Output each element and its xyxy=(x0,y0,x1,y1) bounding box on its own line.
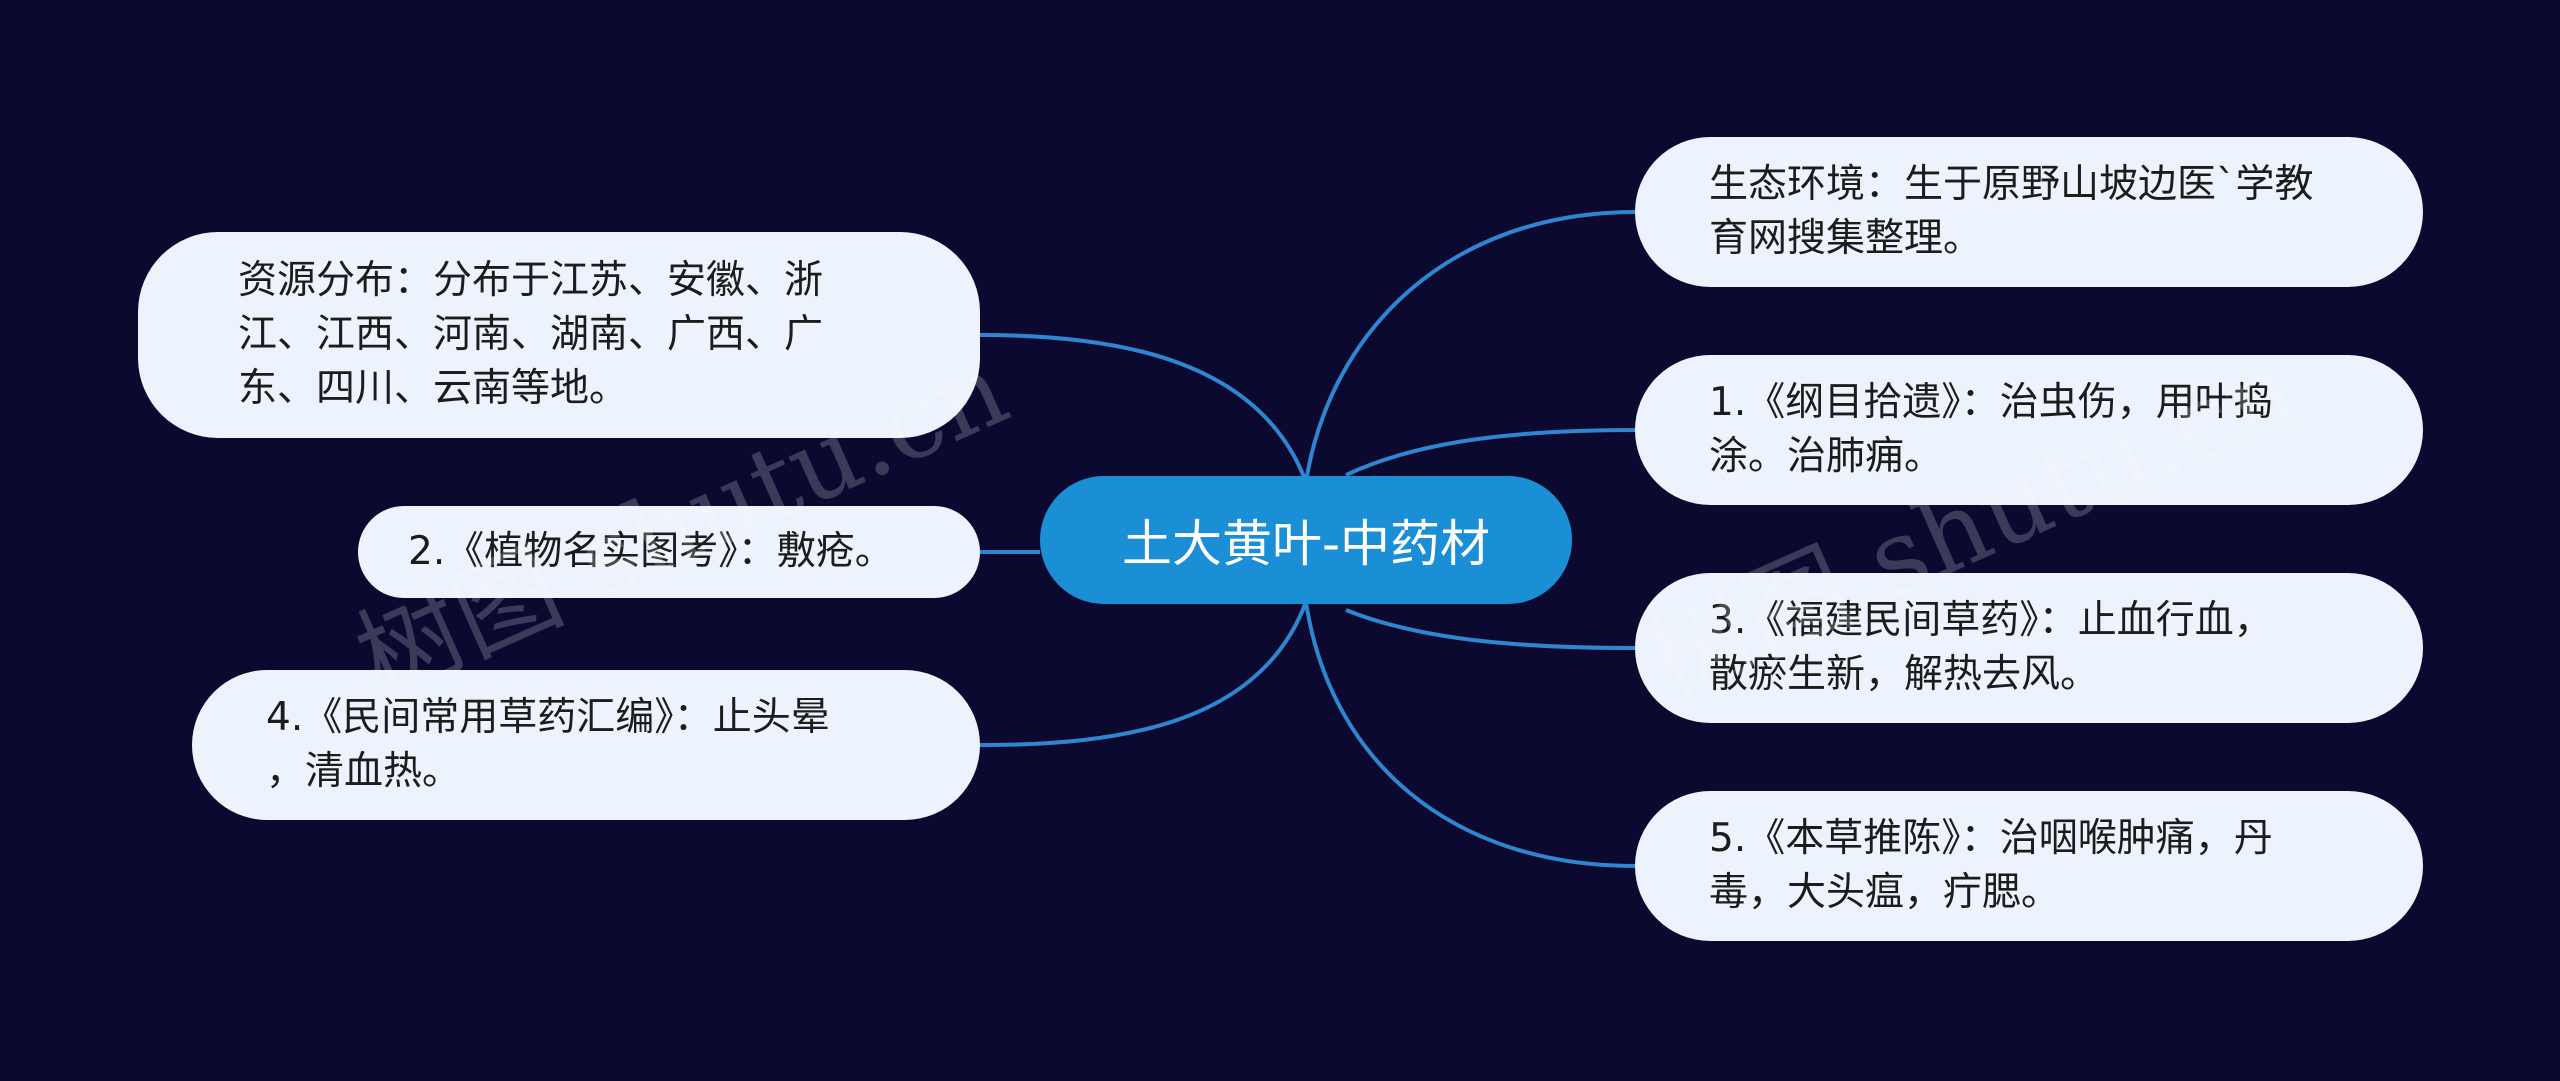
connector-ecology xyxy=(1304,210,1636,483)
branch-node-minjian[interactable]: 4.《民间常用草药汇编》：止头晕 ，清血热。 xyxy=(192,670,980,820)
connector-fujian xyxy=(1345,608,1636,650)
branch-label: 3.《福建民间草药》：止血行血， 散瘀生新，解热去风。 xyxy=(1709,598,2273,697)
root-node[interactable]: 土大黄叶-中药材 xyxy=(1040,476,1572,604)
branch-label: 2.《植物名实图考》：敷疮。 xyxy=(408,529,894,574)
connector-gangmu xyxy=(1345,428,1636,477)
branch-label: 生态环境：生于原野山坡边医`学教 育网搜集整理。 xyxy=(1709,162,2314,261)
branch-label: 5.《本草推陈》：治咽喉肿痛，丹 毒，大头瘟，疔腮。 xyxy=(1709,816,2273,915)
branch-node-ecology[interactable]: 生态环境：生于原野山坡边医`学教 育网搜集整理。 xyxy=(1635,137,2423,287)
branch-node-zhiwu[interactable]: 2.《植物名实图考》：敷疮。 xyxy=(358,506,980,598)
connector-bencao xyxy=(1304,601,1636,868)
branch-label: 1.《纲目拾遗》：治虫伤，用叶捣 涂。治肺痈。 xyxy=(1709,380,2273,479)
connector-minjian xyxy=(979,601,1308,747)
branch-node-gangmu[interactable]: 1.《纲目拾遗》：治虫伤，用叶捣 涂。治肺痈。 xyxy=(1635,355,2423,505)
branch-node-bencao[interactable]: 5.《本草推陈》：治咽喉肿痛，丹 毒，大头瘟，疔腮。 xyxy=(1635,791,2423,941)
branch-node-fujian[interactable]: 3.《福建民间草药》：止血行血， 散瘀生新，解热去风。 xyxy=(1635,573,2423,723)
branch-label: 4.《民间常用草药汇编》：止头晕 ，清血热。 xyxy=(266,695,830,794)
root-label: 土大黄叶-中药材 xyxy=(1121,515,1491,573)
connector-resources xyxy=(979,333,1308,483)
branch-node-resources[interactable]: 资源分布：分布于江苏、安徽、浙 江、江西、河南、湖南、广西、广 东、四川、云南等… xyxy=(138,232,980,438)
branch-label: 资源分布：分布于江苏、安徽、浙 江、江西、河南、湖南、广西、广 东、四川、云南等… xyxy=(238,258,824,411)
